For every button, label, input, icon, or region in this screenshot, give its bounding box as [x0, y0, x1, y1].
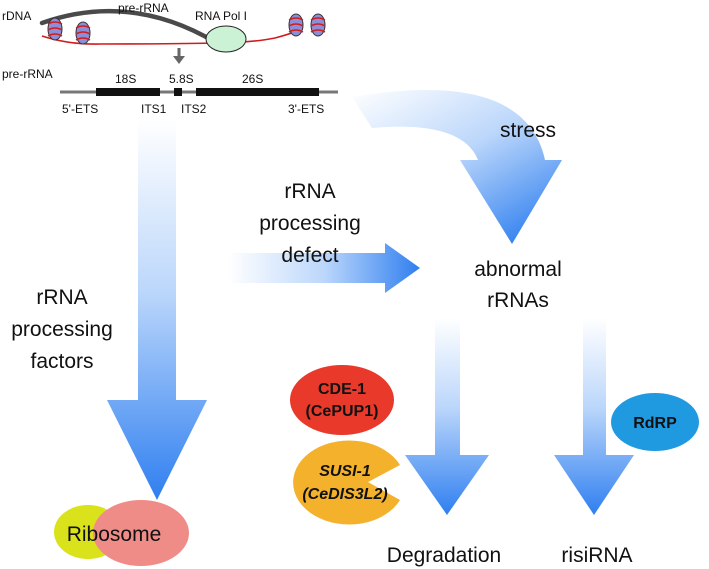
segment-18s [96, 88, 160, 96]
svg-text:RdRP: RdRP [633, 415, 677, 432]
svg-text:processing: processing [11, 318, 113, 341]
nucleosome-right-1 [288, 13, 304, 37]
stress-label: stress [500, 119, 556, 142]
svg-text:abnormal: abnormal [474, 258, 562, 281]
svg-text:defect: defect [281, 244, 338, 267]
nascent-pre-rrna-strand [39, 8, 218, 45]
arrow-processing-factors [107, 120, 207, 500]
arrow-processing-defect [228, 243, 420, 293]
svg-text:Ribosome: Ribosome [67, 523, 162, 546]
label-3-ets: 3'-ETS [288, 102, 324, 116]
cde-1-protein: CDE-1 (CePUP1) [290, 365, 394, 435]
rdrp-protein: RdRP [611, 393, 699, 451]
segment-26s [196, 88, 319, 96]
processing-factors-label: rRNA processing factors [11, 286, 113, 373]
arrow-degradation [405, 318, 489, 515]
nascent-pre-rrna-label: pre-rRNA [118, 1, 169, 15]
svg-text:CDE-1: CDE-1 [318, 381, 366, 398]
abnormal-rrnas-label: abnormal rRNAs [474, 258, 562, 312]
label-26s: 26S [242, 72, 263, 86]
gene-panel: rDNA pre-rRNA RNA Pol I [2, 1, 326, 64]
svg-text:(CeDIS3L2): (CeDIS3L2) [302, 486, 387, 503]
svg-text:rRNA: rRNA [284, 180, 335, 203]
arrow-stress [352, 90, 562, 244]
label-5-ets: 5'-ETS [62, 102, 98, 116]
svg-text:(CePUP1): (CePUP1) [306, 403, 379, 420]
risirna-label: risiRNA [561, 544, 632, 567]
ribosome: Ribosome [54, 500, 189, 566]
rna-pol-i [205, 25, 247, 53]
pre-rrna-map: pre-rRNA 18S 5.8S 26S 5'-ETS ITS1 ITS2 3… [2, 67, 338, 116]
svg-text:processing: processing [259, 212, 361, 235]
segment-5-8s [174, 88, 182, 96]
label-18s: 18S [115, 72, 136, 86]
processing-defect-label: rRNA processing defect [259, 180, 361, 267]
degradation-label: Degradation [387, 544, 501, 567]
label-its1: ITS1 [141, 102, 167, 116]
label-its2: ITS2 [181, 102, 207, 116]
nucleosome-right-2 [310, 13, 326, 37]
ribosome-large-subunit [93, 500, 189, 566]
svg-text:SUSI-1: SUSI-1 [319, 463, 371, 480]
svg-text:rRNAs: rRNAs [487, 289, 549, 312]
svg-text:factors: factors [30, 350, 93, 373]
rdna-label: rDNA [2, 9, 31, 23]
nucleosome-left-1 [47, 17, 63, 41]
rna-pol-i-label: RNA Pol I [195, 9, 247, 23]
pre-rrna-map-label: pre-rRNA [2, 67, 53, 81]
label-5-8s: 5.8S [169, 72, 194, 86]
arrow-risirna [554, 318, 634, 515]
processing-down-arrow [173, 56, 185, 64]
susi-1-protein: SUSI-1 (CeDIS3L2) [293, 440, 400, 525]
nucleosome-left-2 [75, 21, 91, 45]
svg-text:rRNA: rRNA [36, 286, 87, 309]
